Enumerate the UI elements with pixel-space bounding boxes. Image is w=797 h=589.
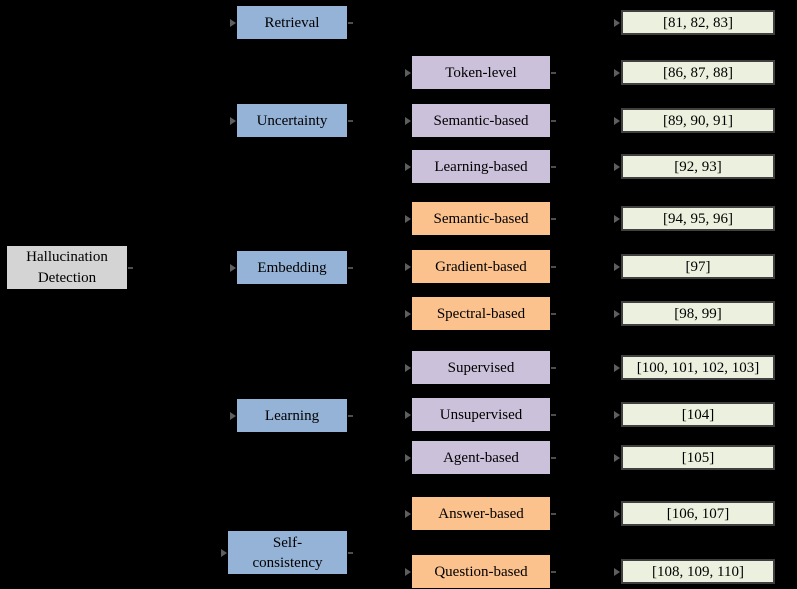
connector-stub	[551, 71, 556, 74]
subcategory-box-semantic-based: Semantic-based	[412, 104, 550, 137]
reference-box: [92, 93]	[621, 154, 775, 179]
subcategory-box-question-based: Question-based	[412, 555, 550, 588]
connector-stub	[551, 312, 556, 315]
connector-stub	[551, 265, 556, 268]
connector-arrowhead-icon	[405, 309, 411, 318]
category-box-self-consistency: Self- consistency	[228, 531, 347, 574]
connector-arrowhead-icon	[614, 453, 620, 462]
connector-stub	[551, 413, 556, 416]
category-box-learning: Learning	[237, 399, 347, 432]
connector-arrowhead-icon	[614, 18, 620, 27]
connector-stub	[551, 217, 556, 220]
connector-stub	[551, 366, 556, 369]
connector-arrowhead-icon	[614, 68, 620, 77]
reference-box: [97]	[621, 254, 775, 279]
reference-box: [89, 90, 91]	[621, 108, 775, 133]
connector-arrowhead-icon	[614, 162, 620, 171]
connector-arrowhead-icon	[614, 309, 620, 318]
connector-arrowhead-icon	[405, 363, 411, 372]
connector-arrowhead-icon	[614, 410, 620, 419]
subcategory-box-unsupervised: Unsupervised	[412, 398, 550, 431]
connector-stub	[551, 512, 556, 515]
connector-stub	[551, 456, 556, 459]
category-box-retrieval: Retrieval	[237, 6, 347, 39]
subcategory-box-supervised: Supervised	[412, 351, 550, 384]
reference-box: [108, 109, 110]	[621, 559, 775, 584]
connector-arrowhead-icon	[221, 548, 227, 557]
reference-box: [81, 82, 83]	[621, 10, 775, 35]
connector-arrowhead-icon	[614, 116, 620, 125]
connector-arrowhead-icon	[230, 411, 236, 420]
connector-arrowhead-icon	[614, 214, 620, 223]
connector-stub	[128, 266, 133, 269]
reference-box: [104]	[621, 402, 775, 427]
connector-stub	[348, 551, 353, 554]
connector-arrowhead-icon	[405, 214, 411, 223]
connector-arrowhead-icon	[230, 263, 236, 272]
connector-arrowhead-icon	[405, 410, 411, 419]
connector-stub	[348, 21, 353, 24]
connector-arrowhead-icon	[405, 162, 411, 171]
connector-arrowhead-icon	[230, 18, 236, 27]
connector-arrowhead-icon	[614, 509, 620, 518]
connector-arrowhead-icon	[405, 116, 411, 125]
reference-box: [105]	[621, 445, 775, 470]
connector-stub	[551, 570, 556, 573]
connector-arrowhead-icon	[614, 567, 620, 576]
category-box-uncertainty: Uncertainty	[237, 104, 347, 137]
subcategory-box-token-level: Token-level	[412, 56, 550, 89]
reference-box: [106, 107]	[621, 501, 775, 526]
subcategory-box-gradient-based: Gradient-based	[412, 250, 550, 283]
subcategory-box-semantic-based: Semantic-based	[412, 202, 550, 235]
connector-stub	[348, 266, 353, 269]
subcategory-box-agent-based: Agent-based	[412, 441, 550, 474]
connector-arrowhead-icon	[614, 262, 620, 271]
reference-box: [86, 87, 88]	[621, 60, 775, 85]
connector-arrowhead-icon	[405, 567, 411, 576]
connector-arrowhead-icon	[405, 453, 411, 462]
subcategory-box-learning-based: Learning-based	[412, 150, 550, 183]
category-box-embedding: Embedding	[237, 251, 347, 284]
connector-stub	[348, 414, 353, 417]
reference-box: [94, 95, 96]	[621, 206, 775, 231]
connector-arrowhead-icon	[405, 262, 411, 271]
connector-stub	[348, 119, 353, 122]
connector-arrowhead-icon	[405, 509, 411, 518]
subcategory-box-answer-based: Answer-based	[412, 497, 550, 530]
reference-box: [98, 99]	[621, 301, 775, 326]
connector-arrowhead-icon	[230, 116, 236, 125]
connector-arrowhead-icon	[614, 363, 620, 372]
subcategory-box-spectral-based: Spectral-based	[412, 297, 550, 330]
connector-stub	[551, 165, 556, 168]
connector-stub	[551, 119, 556, 122]
connector-arrowhead-icon	[405, 68, 411, 77]
root-node-hallucination-detection: Hallucination Detection	[7, 246, 127, 289]
reference-box: [100, 101, 102, 103]	[621, 355, 775, 380]
